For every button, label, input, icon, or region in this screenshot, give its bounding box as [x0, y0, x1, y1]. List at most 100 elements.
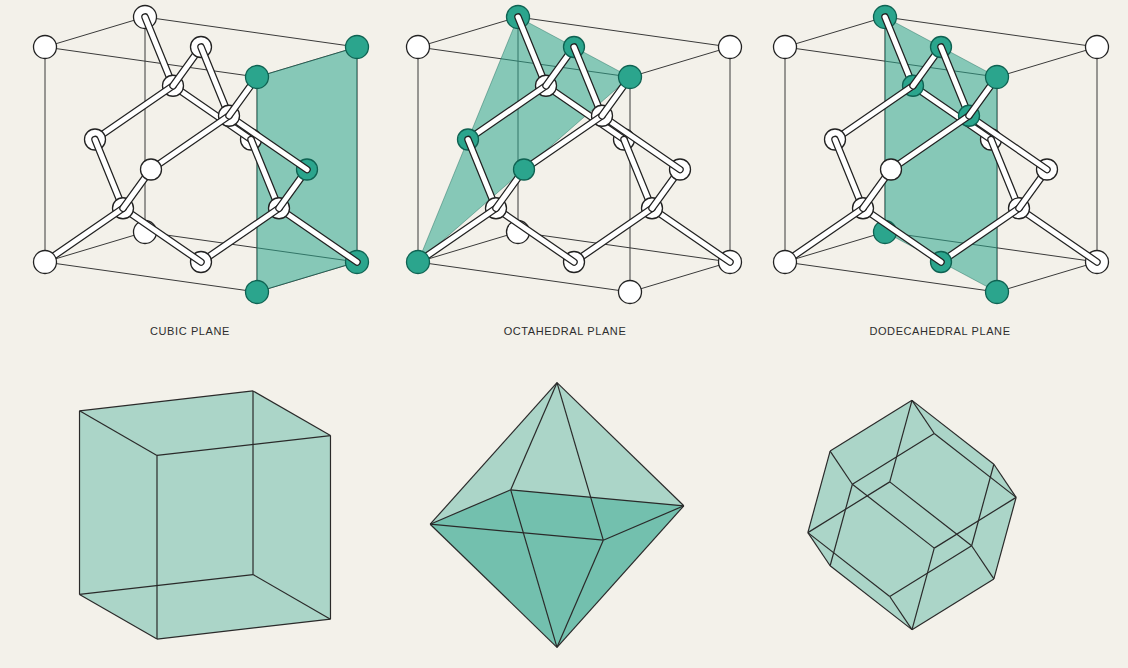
bond: [496, 208, 574, 262]
cell-edge: [45, 47, 46, 262]
bond: [835, 86, 913, 140]
crystal-edge: [912, 400, 994, 464]
crystal-face: [511, 490, 684, 648]
crystal-face: [253, 391, 331, 619]
carbon-atom: [774, 36, 797, 59]
crystal-edge: [830, 400, 912, 451]
bond: [201, 208, 279, 262]
bond-outline: [602, 116, 680, 170]
crystal-edge: [430, 490, 511, 524]
bond-outline: [969, 116, 1047, 170]
bond-outline: [941, 208, 1019, 262]
bond: [45, 208, 123, 262]
plane-label: DODECAHEDRAL PLANE: [869, 325, 1010, 337]
bond: [418, 208, 496, 262]
bond-outline: [785, 208, 863, 262]
crystal-edge: [430, 383, 557, 525]
crystal-edge: [253, 575, 330, 620]
crystal-edge: [934, 433, 1016, 497]
crystal-edge: [511, 490, 557, 648]
bond: [574, 208, 652, 262]
bond: [969, 116, 1047, 170]
crystal-plane: [418, 17, 630, 262]
crystal-face: [511, 383, 684, 506]
dodecahedron-crystal: [808, 400, 1016, 629]
crystal-edge: [511, 383, 557, 490]
bond-outline: [95, 86, 173, 140]
cell-edge: [997, 262, 1097, 292]
crystal-edge: [157, 436, 330, 456]
crystal-edge: [852, 484, 934, 548]
bond-outline: [45, 208, 123, 262]
bond: [941, 208, 1019, 262]
crystal-edge: [830, 484, 852, 566]
crystal-plane: [885, 17, 997, 292]
crystal-edge: [912, 400, 934, 433]
cell-edge: [45, 17, 145, 47]
bond: [279, 208, 357, 262]
bond: [1019, 208, 1097, 262]
bond-outline: [418, 208, 496, 262]
crystal-edge: [157, 619, 330, 639]
cell-edge: [730, 47, 731, 262]
crystal-edge: [557, 540, 603, 647]
plane-atom: [346, 36, 369, 59]
crystal-edge: [808, 533, 830, 566]
crystal-face: [80, 391, 254, 595]
plane-atom: [619, 66, 642, 89]
bond-outline: [574, 208, 652, 262]
cell-edge: [45, 47, 257, 77]
crystal-edge: [890, 597, 912, 630]
cell-edge: [785, 17, 885, 47]
cell-edge: [785, 47, 786, 262]
bond-outline: [201, 208, 279, 262]
crystal-edge: [511, 490, 684, 506]
bond: [652, 208, 730, 262]
carbon-atom: [1086, 36, 1109, 59]
crystal-face: [852, 434, 1016, 549]
bond: [602, 116, 680, 170]
cell-edge: [630, 47, 730, 77]
crystal-edge: [890, 546, 972, 597]
bond: [123, 208, 201, 262]
bond-outline: [1019, 208, 1097, 262]
bond: [468, 86, 546, 140]
cell-edge: [785, 232, 885, 262]
label-holder: CUBIC PLANE: [150, 321, 230, 339]
crystal-edge: [253, 391, 330, 436]
plane-atom: [514, 159, 535, 180]
cell-edge: [1097, 47, 1098, 262]
cube-crystal: [80, 391, 331, 639]
plane-label: CUBIC PLANE: [150, 325, 230, 337]
crystal-edge: [557, 383, 684, 506]
cell-edge: [418, 47, 419, 262]
crystal-edge: [830, 566, 912, 630]
carbon-atom: [774, 251, 797, 274]
bond: [151, 116, 229, 170]
octahedron-crystal: [430, 383, 684, 648]
crystal-edge: [330, 436, 331, 620]
crystal-edge: [994, 464, 1016, 497]
crystal-edge: [912, 548, 934, 630]
carbon-atom: [719, 36, 742, 59]
crystal-edge: [80, 594, 157, 639]
cell-edge: [630, 262, 730, 292]
bond: [229, 116, 307, 170]
bond-outline: [229, 116, 307, 170]
crystal-edge: [557, 506, 684, 648]
label-holder: DODECAHEDRAL PLANE: [869, 321, 1010, 339]
cell-edge: [418, 17, 518, 47]
cell-edge: [418, 262, 630, 292]
cell-edge: [45, 232, 145, 262]
bond: [524, 116, 602, 170]
crystal-edge: [156, 455, 157, 639]
cell-edge: [145, 17, 357, 47]
plane-atom: [246, 66, 269, 89]
unit-cell: [407, 6, 742, 304]
plane-label: OCTAHEDRAL PLANE: [504, 325, 627, 337]
plane-atom: [986, 281, 1009, 304]
plane-atom: [246, 281, 269, 304]
crystal-edge: [80, 575, 253, 595]
bond: [785, 208, 863, 262]
carbon-atom: [881, 159, 902, 180]
